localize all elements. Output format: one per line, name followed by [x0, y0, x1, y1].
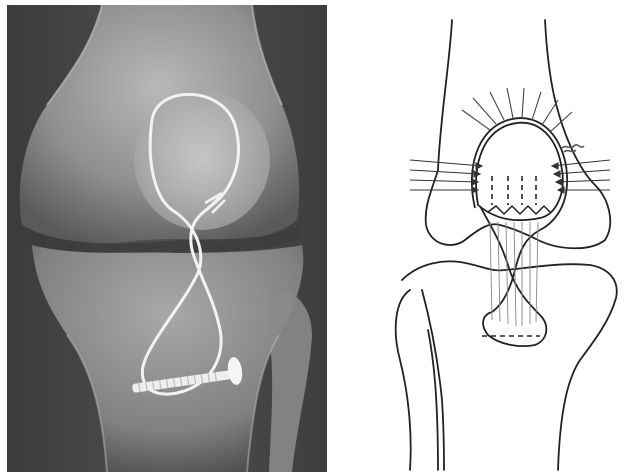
xray-panel	[7, 5, 327, 472]
xray-image	[7, 5, 327, 472]
schematic-drawing	[340, 0, 634, 474]
drawing-panel	[340, 0, 634, 474]
